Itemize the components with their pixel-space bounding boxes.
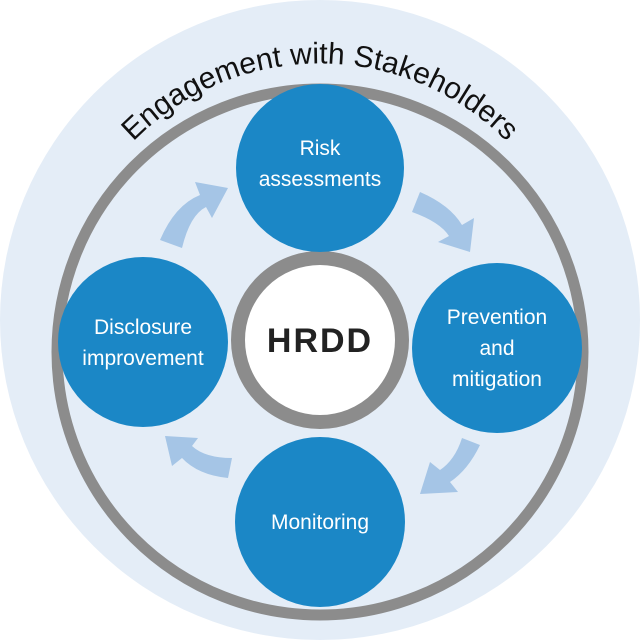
arrow-icon	[412, 192, 474, 252]
center-label: HRDD	[267, 322, 373, 360]
arrow-icon	[420, 438, 480, 494]
step-label: Monitoring	[271, 511, 369, 534]
arrow-icon	[160, 182, 228, 248]
arrow-icon	[165, 436, 232, 478]
step-risk-assessments: Risk assessments	[236, 84, 404, 252]
step-prevention-mitigation: Prevention and mitigation	[412, 263, 582, 433]
step-label: mitigation	[452, 368, 542, 391]
step-label: assessments	[259, 168, 382, 191]
step-label: and	[479, 337, 514, 360]
step-label: Disclosure	[94, 316, 192, 339]
step-label: Prevention	[447, 306, 547, 329]
step-monitoring: Monitoring	[235, 437, 405, 607]
center-circle	[231, 251, 409, 429]
step-label: improvement	[82, 347, 204, 370]
step-label: Risk	[300, 137, 341, 160]
step-disclosure-improvement: Disclosure improvement	[58, 257, 228, 427]
